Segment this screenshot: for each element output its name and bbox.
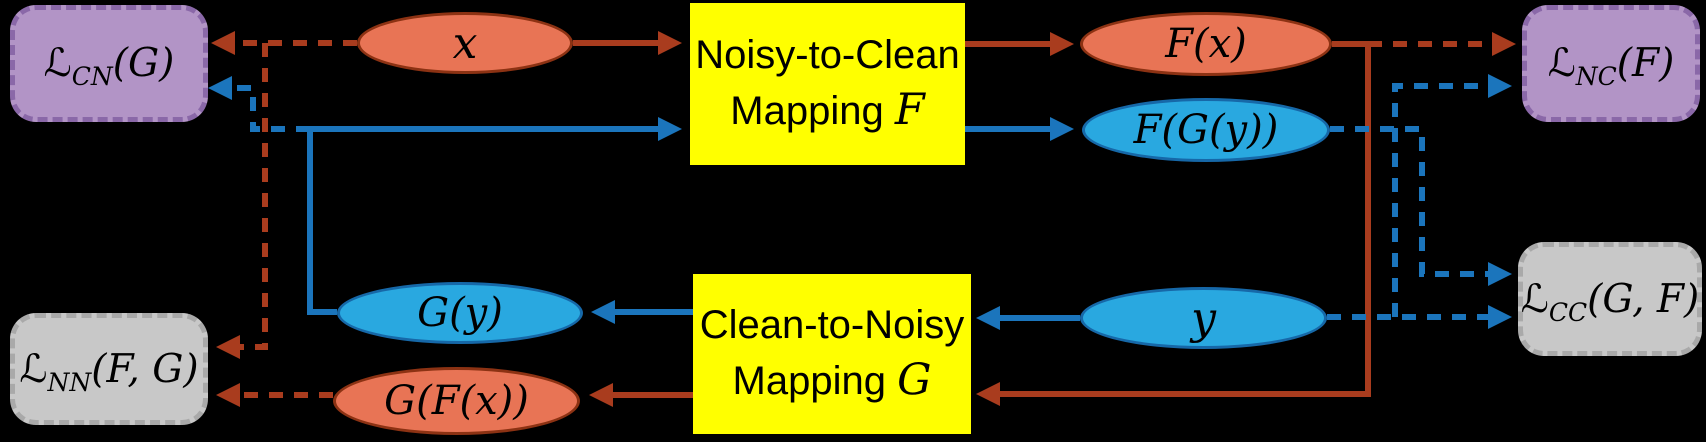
mapping-g-symbol: G bbox=[897, 355, 932, 406]
loss-box-nn: ℒNN(F, G) bbox=[10, 313, 208, 425]
mapping-f-line1: Noisy-to-Clean bbox=[695, 33, 960, 78]
mapping-f-symbol: F bbox=[894, 85, 925, 136]
loss-label-nn: ℒNN(F, G) bbox=[19, 346, 199, 397]
mapping-g-line1: Clean-to-Noisy bbox=[699, 303, 965, 348]
ellipse-fgy-label: F(G(y)) bbox=[1133, 107, 1279, 153]
ellipse-fgy: F(G(y)) bbox=[1082, 98, 1330, 162]
loss-box-cc: ℒCC(G, F) bbox=[1518, 242, 1702, 356]
loss-label-nc: ℒNC(F) bbox=[1547, 41, 1675, 91]
ellipse-fx: F(x) bbox=[1080, 12, 1332, 76]
ellipse-x: x bbox=[357, 12, 573, 74]
loss-label-cc: ℒCC(G, F) bbox=[1520, 276, 1700, 327]
arrow-fx-to-mapping-g bbox=[976, 41, 1371, 406]
ellipse-gy: G(y) bbox=[337, 282, 583, 344]
ellipse-fx-label: F(x) bbox=[1165, 21, 1247, 67]
ellipse-gy-label: G(y) bbox=[417, 290, 503, 336]
arrow-gy-to-loss-cn bbox=[208, 76, 310, 132]
mapping-f-line2: Mapping F bbox=[730, 85, 925, 136]
ellipse-x-label: x bbox=[452, 17, 478, 69]
ellipse-gfx-label: G(F(x)) bbox=[384, 378, 529, 424]
mapping-box-g: Clean-to-Noisy Mapping G bbox=[693, 274, 971, 434]
ellipse-y-label: y bbox=[1191, 292, 1216, 344]
mapping-g-line2: Mapping G bbox=[732, 355, 932, 406]
loss-box-cn: ℒCN(G) bbox=[10, 5, 208, 122]
loss-box-nc: ℒNC(F) bbox=[1522, 5, 1700, 122]
ellipse-y: y bbox=[1080, 287, 1327, 349]
ellipse-gfx: G(F(x)) bbox=[333, 367, 580, 435]
mapping-box-f: Noisy-to-Clean Mapping F bbox=[690, 3, 965, 165]
arrow-gy-to-mapping-f bbox=[307, 117, 682, 315]
arrow-fgy-to-loss-cc bbox=[1330, 126, 1512, 286]
arrow-x-to-loss-nn bbox=[216, 43, 268, 359]
arrow-y-to-loss-nc bbox=[1392, 74, 1512, 317]
loss-label-cn: ℒCN(G) bbox=[43, 41, 175, 91]
